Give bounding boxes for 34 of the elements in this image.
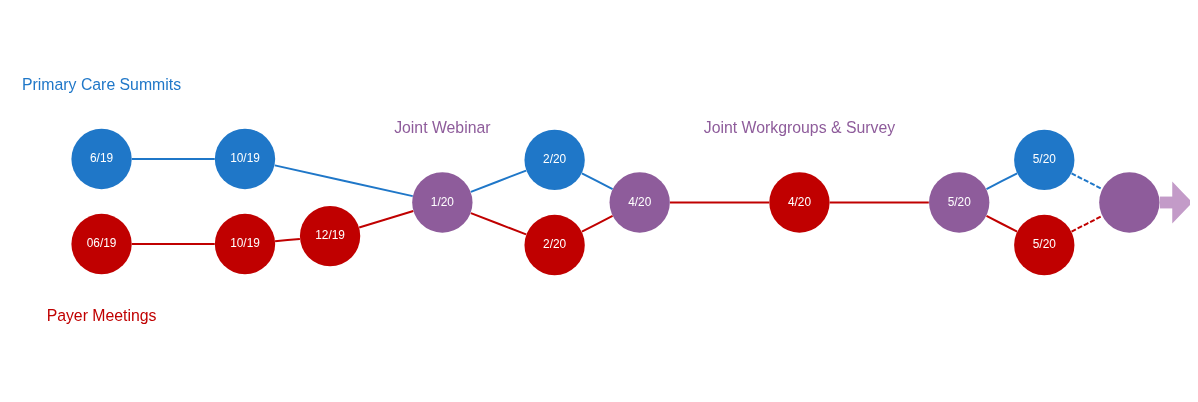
node-circle: 5/20 [929,171,990,233]
node-circle: 2/20 [524,214,585,275]
node-circle: 10/19 [214,213,276,274]
connector [580,171,614,190]
connector [1070,171,1104,190]
connector [1070,214,1104,233]
label: Payer Meetings [46,306,157,324]
connector [985,214,1019,233]
connector [130,157,216,160]
connector [828,201,930,203]
connector [985,171,1019,190]
node-circle: 1/20 [412,171,473,233]
node-circle: 4/20 [609,171,670,233]
connector [274,237,301,242]
node-circle: 2/20 [524,129,585,190]
arrow [1159,180,1190,224]
connector [358,209,415,229]
node-circle: 4/20 [769,171,830,233]
label: Joint Workgroups & Survey [703,118,896,136]
connector [469,211,528,235]
connector [469,169,528,193]
node-circle: 10/19 [214,128,276,189]
label: Primary Care Summits [22,75,182,93]
connector [580,214,614,233]
connector [273,163,414,197]
node-circle: 12/19 [299,205,361,266]
label: Joint Webinar [394,118,491,136]
node-circle: 5/20 [1014,214,1075,275]
connector [669,201,771,203]
node-circle: 6/19 [71,128,132,189]
node-circle [1099,171,1160,233]
node-circle: 5/20 [1014,129,1075,190]
connector [130,242,216,245]
node-circle: 06/19 [71,213,132,274]
